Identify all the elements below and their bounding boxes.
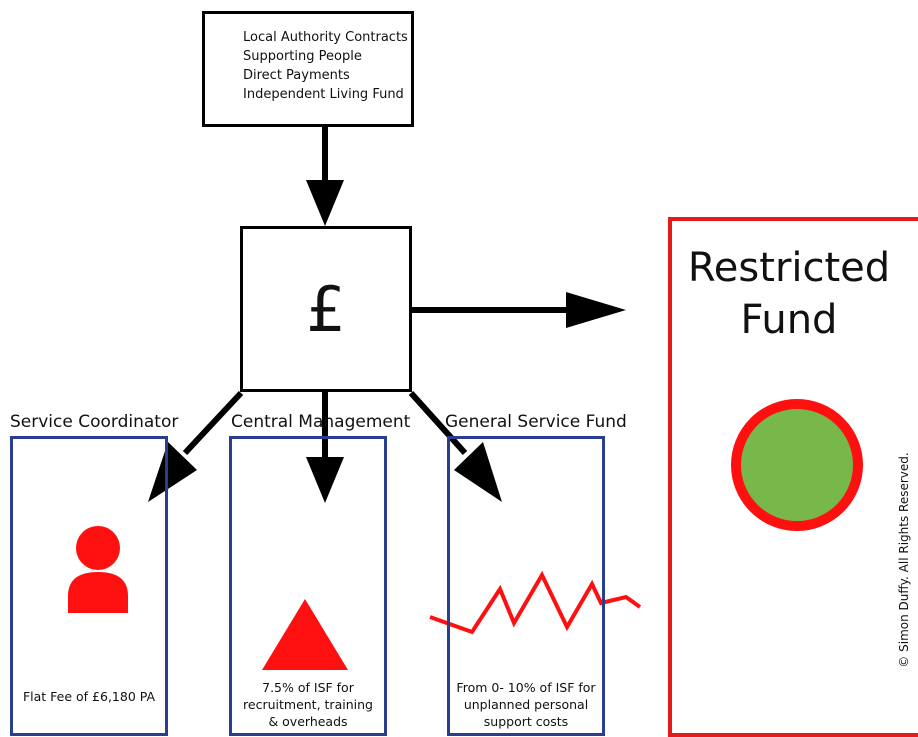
general-service-fund-title: General Service Fund — [445, 412, 627, 432]
funding-sources-box — [202, 11, 414, 127]
central-management-text: 7.5% of ISF for recruitment, training & … — [229, 679, 387, 730]
central-management-text-line: 7.5% of ISF for — [262, 680, 354, 695]
arrow-hub-to-service-coordinator — [182, 390, 244, 456]
service-coordinator-text-line: Flat Fee of £6,180 PA — [22, 689, 156, 704]
arrowhead-down — [306, 180, 344, 226]
central-management-text-line: recruitment, training — [243, 697, 373, 712]
fund-hub-box — [240, 226, 412, 392]
general-service-fund-text-line: support costs — [483, 714, 569, 729]
person-icon — [68, 526, 128, 613]
service-coordinator-title: Service Coordinator — [10, 412, 179, 432]
arrowhead-down-left — [148, 442, 197, 502]
green-circle-icon — [731, 399, 863, 531]
central-management-text-line: & overheads — [268, 714, 348, 729]
funding-source-item: Supporting People — [243, 49, 362, 64]
arrowhead-down — [306, 457, 344, 503]
restricted-fund-title-line: Fund — [740, 297, 838, 343]
restricted-fund-title: Restricted Fund — [668, 242, 910, 346]
arrowhead-right — [566, 292, 626, 328]
service-coordinator-text: Flat Fee of £6,180 PA — [10, 688, 168, 705]
copyright-notice: © Simon Duffy. All Rights Reserved. — [897, 452, 911, 668]
general-service-fund-text: From 0- 10% of ISF for unplanned persona… — [447, 679, 605, 730]
funding-sources-list: Local Authority Contracts Supporting Peo… — [243, 28, 408, 104]
funding-source-item: Independent Living Fund — [243, 87, 404, 102]
funding-source-item: Direct Payments — [243, 68, 350, 83]
zigzag-line-icon — [429, 570, 642, 635]
arrow-hub-to-general-service-fund — [408, 390, 468, 456]
central-management-title: Central Management — [231, 412, 411, 432]
general-service-fund-text-line: From 0- 10% of ISF for — [456, 680, 596, 695]
restricted-fund-title-line: Restricted — [687, 245, 891, 291]
pound-symbol: £ — [306, 272, 346, 346]
triangle-icon — [262, 599, 348, 670]
general-service-fund-text-line: unplanned personal — [463, 697, 589, 712]
diagram-canvas — [68, 127, 642, 670]
funding-source-item: Local Authority Contracts — [243, 30, 408, 45]
arrowhead-down-right — [454, 442, 502, 502]
